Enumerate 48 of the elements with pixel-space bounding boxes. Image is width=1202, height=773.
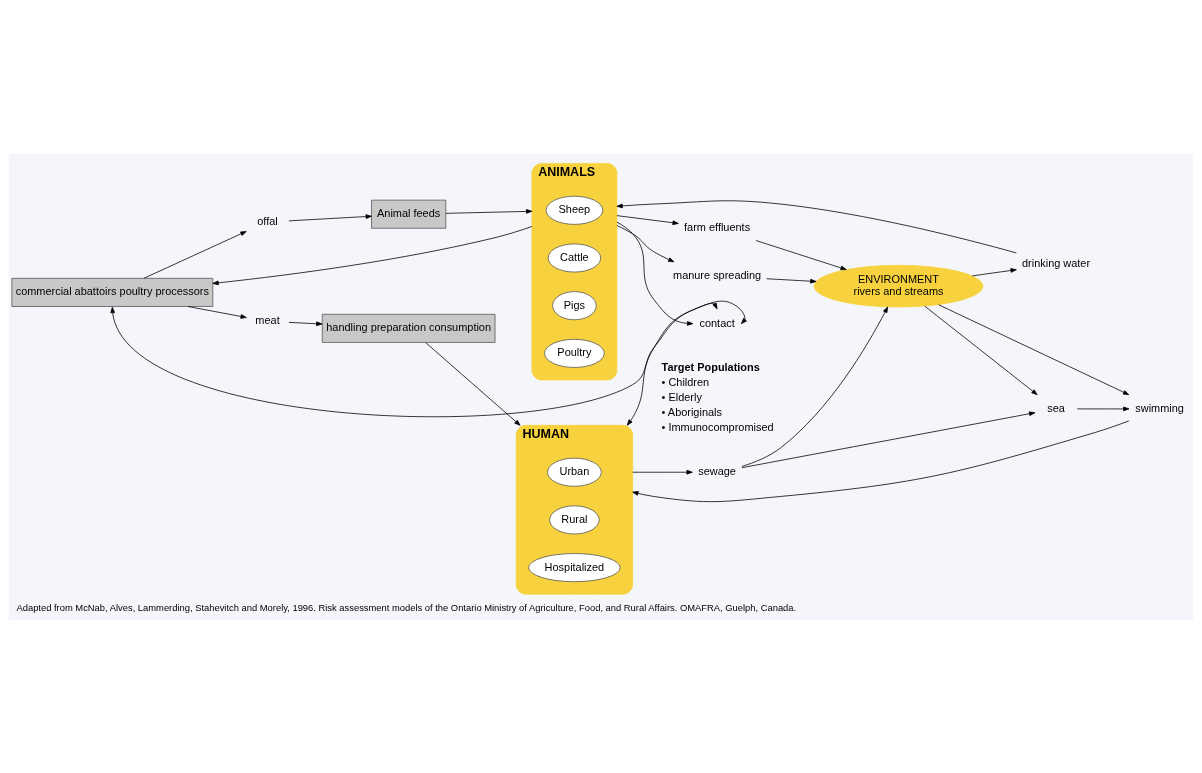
arrow xyxy=(616,221,694,326)
node-ellipse: Pigs xyxy=(552,290,597,320)
node-text: sea xyxy=(1047,401,1065,414)
arrow xyxy=(632,469,693,475)
label: • Elderly xyxy=(661,390,702,403)
label: • Immunocompromised xyxy=(661,420,774,433)
arrow xyxy=(626,300,747,426)
node-text: meat xyxy=(255,313,280,326)
node-ellipse: Rural xyxy=(549,504,600,534)
arrow xyxy=(425,341,521,426)
arrow xyxy=(143,230,247,279)
arrow xyxy=(187,305,247,319)
node-ellipse: Sheep xyxy=(545,195,604,225)
arrow xyxy=(741,410,1036,468)
node-text: offal xyxy=(257,214,278,227)
node-text: swimming xyxy=(1135,401,1184,414)
arrow xyxy=(288,320,323,326)
node-text: contact xyxy=(699,316,735,329)
node-ellipse: Hospitalized xyxy=(528,552,621,582)
arrow xyxy=(1076,406,1130,411)
node-box: Animal feeds xyxy=(371,199,447,229)
label: • Aboriginals xyxy=(661,405,722,418)
node-text: sewage xyxy=(698,464,736,477)
node-text: manure spreading xyxy=(673,268,762,281)
node-box: handling preparation consumption xyxy=(321,313,496,343)
arrow xyxy=(616,214,679,225)
arrow xyxy=(741,306,889,467)
arrow xyxy=(212,225,533,285)
arrow xyxy=(110,302,718,417)
arrow xyxy=(445,208,533,214)
node-text: farm effluents xyxy=(684,220,751,233)
arrow xyxy=(755,239,847,270)
arrow xyxy=(288,213,372,221)
node-ellipse: Cattle xyxy=(547,243,602,272)
node-box: commercial abattoirs poultry processors xyxy=(11,277,214,307)
node-ellipse: Poultry xyxy=(544,338,605,368)
arrow xyxy=(632,420,1130,502)
arrow xyxy=(938,303,1130,395)
arrow xyxy=(971,267,1017,276)
arrow xyxy=(766,277,817,283)
node-ellipse: Urban xyxy=(547,457,602,487)
node-text: drinking water xyxy=(1022,256,1091,269)
arrow xyxy=(616,199,1017,253)
label: Target Populations xyxy=(661,360,760,373)
arrow xyxy=(924,305,1038,395)
arrow xyxy=(616,224,675,262)
label: • Children xyxy=(661,375,710,388)
caption: Adapted from McNab, Alves, Lammerding, Stahevitch and Morely, 1996. Risk assessment models of the Ontario Ministry of Agriculture, Food, and Rural Affairs. OMAFRA, Guelph, Canada. xyxy=(16,602,797,613)
